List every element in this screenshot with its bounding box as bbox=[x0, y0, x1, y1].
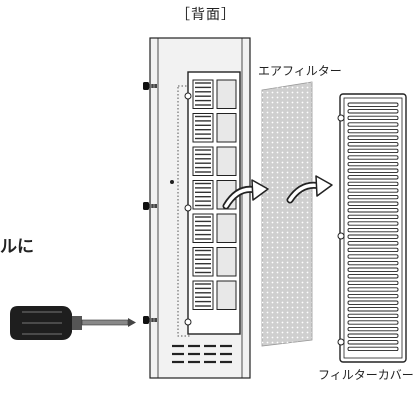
cover-slot bbox=[347, 181, 399, 187]
cover-slot bbox=[347, 247, 399, 253]
grill-block bbox=[192, 280, 214, 310]
cover-slot bbox=[347, 241, 399, 246]
air-filter-sheet bbox=[261, 81, 313, 347]
cover-slot bbox=[347, 214, 399, 220]
cover-slot bbox=[347, 109, 399, 114]
cover-slot bbox=[347, 122, 399, 127]
cover-slot bbox=[347, 227, 399, 233]
cover-slot bbox=[347, 234, 399, 239]
grill-panel bbox=[216, 113, 237, 143]
cover-slot bbox=[347, 201, 399, 206]
air-filter-label: エアフィルター bbox=[258, 64, 342, 78]
cover-slot bbox=[347, 155, 399, 160]
grill-panel bbox=[216, 79, 237, 109]
cover-slot bbox=[347, 267, 399, 272]
body-dot bbox=[170, 180, 174, 184]
cover-slot bbox=[347, 221, 399, 226]
partial-instruction-text: ルに bbox=[0, 237, 34, 257]
cover-slot bbox=[347, 346, 399, 352]
cover-slot bbox=[347, 326, 399, 332]
cover-slot bbox=[347, 260, 399, 266]
cover-slot bbox=[347, 142, 399, 147]
cover-slot bbox=[347, 194, 399, 200]
grill-block bbox=[192, 213, 214, 243]
grill-block bbox=[192, 247, 214, 277]
cover-slot bbox=[347, 313, 399, 319]
grill-panel bbox=[216, 213, 237, 243]
grill-hook bbox=[184, 204, 192, 212]
grill-block bbox=[192, 146, 214, 176]
grill-panel bbox=[216, 146, 237, 176]
grill-block bbox=[192, 113, 214, 143]
screwdriver-icon bbox=[10, 306, 136, 340]
cover-slot bbox=[347, 161, 399, 167]
cover-slot bbox=[347, 188, 399, 193]
cover-slot bbox=[347, 254, 399, 259]
filter-cover bbox=[337, 93, 407, 363]
cover-slot bbox=[347, 102, 399, 107]
bottom-vent bbox=[172, 344, 232, 364]
filter-cover-label: フィルターカバー bbox=[318, 368, 414, 382]
back-view-label: ［背面］ bbox=[176, 7, 236, 23]
screws bbox=[143, 82, 157, 324]
cover-slot bbox=[347, 300, 399, 305]
rear-grill bbox=[184, 71, 241, 335]
cover-slot bbox=[347, 208, 399, 213]
cover-slot bbox=[347, 148, 399, 154]
cover-slot bbox=[347, 293, 399, 299]
cover-slot bbox=[347, 340, 399, 345]
cover-slot bbox=[347, 320, 399, 325]
screw-icon bbox=[143, 82, 157, 90]
grill-panel bbox=[216, 247, 237, 277]
screw-icon bbox=[143, 202, 157, 210]
grill-block bbox=[192, 180, 214, 210]
cover-slot bbox=[347, 274, 399, 279]
screw-icon bbox=[143, 316, 157, 324]
cover-slot bbox=[347, 135, 399, 140]
cover-slot bbox=[347, 307, 399, 312]
cover-slot bbox=[347, 168, 399, 173]
grill-hook bbox=[184, 92, 192, 100]
cover-slot bbox=[347, 287, 399, 292]
grill-hook bbox=[184, 318, 192, 326]
cover-slot bbox=[347, 280, 399, 286]
arrow-right-icon bbox=[286, 175, 333, 204]
arrow-right-icon bbox=[222, 179, 269, 210]
grill-block bbox=[192, 79, 214, 109]
cover-slot bbox=[347, 333, 399, 338]
cover-slot bbox=[347, 115, 399, 121]
cover-slot bbox=[347, 175, 399, 180]
cover-slot bbox=[347, 128, 399, 134]
grill-panel bbox=[216, 280, 237, 310]
